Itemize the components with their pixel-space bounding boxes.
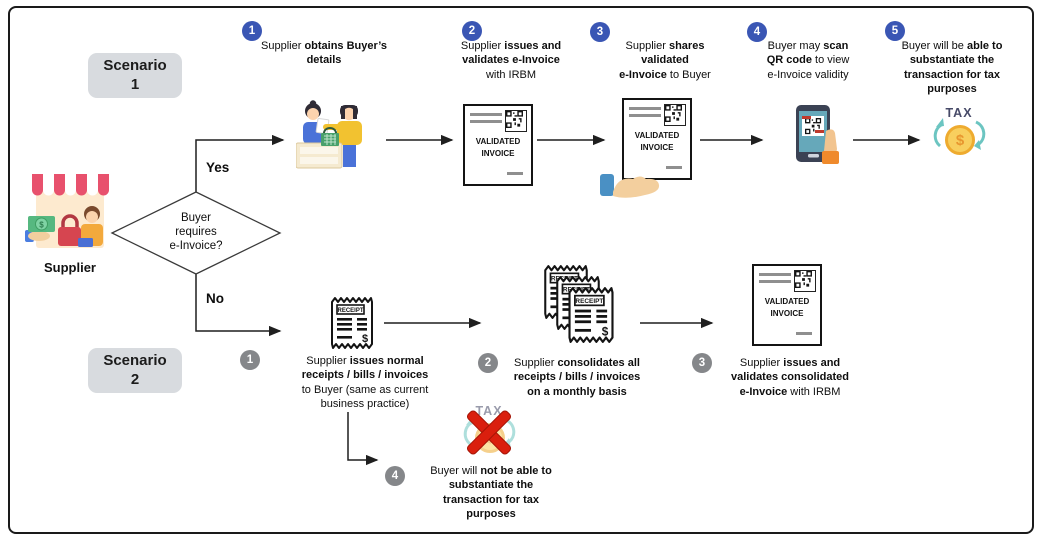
no-branch-label: No — [206, 291, 224, 306]
validated-invoice-icon: VALIDATED INVOICE — [752, 264, 822, 346]
s1-step1-caption: Supplier obtains Buyer’s details — [242, 39, 406, 68]
dollar-sign: $ — [362, 333, 368, 345]
s2-step2-number: 2 — [478, 353, 498, 373]
s2-step3-caption: Supplier issues and validates consolidat… — [705, 356, 875, 399]
caption-segment: Buyer will — [430, 465, 481, 477]
s1-step2-number: 2 — [462, 21, 482, 41]
caption-segment: Supplier — [514, 357, 558, 369]
qr-code-icon — [505, 110, 527, 132]
tax-label: TAX — [475, 404, 503, 418]
diagram-border — [8, 6, 1034, 534]
doc-line — [796, 332, 812, 335]
tax-crossed-out-icon: TAX $ — [460, 404, 518, 460]
doc-line — [759, 280, 791, 283]
s1-step3-caption: Supplier shares validated e-Invoice to B… — [583, 39, 747, 82]
validated-invoice-label: VALIDATED INVOICE — [475, 137, 521, 158]
caption-segment: issues and validates e-Invoice — [462, 40, 562, 67]
qr-code-icon — [794, 270, 816, 292]
caption-segment: Buyer may — [767, 40, 824, 52]
caption-segment: shares validated e-Invoice — [619, 40, 705, 81]
svg-text:$: $ — [39, 221, 44, 230]
caption-segment: not be able to substantiate the transact… — [443, 465, 552, 520]
caption-segment: obtains Buyer’s details — [304, 40, 387, 67]
caption-segment: Supplier — [739, 357, 784, 369]
s1-step5-caption: Buyer will be able to substantiate the t… — [872, 39, 1032, 96]
caption-segment: to Buyer — [666, 68, 711, 81]
caption-segment: Supplier — [625, 40, 669, 52]
caption-segment: Buyer will be — [901, 40, 967, 52]
hand-icon — [600, 174, 660, 198]
caption-segment: issues and validates consolidated e-Invo… — [731, 357, 849, 398]
doc-line — [666, 166, 682, 169]
validated-invoice-icon: VALIDATED INVOICE — [463, 104, 533, 186]
s1-step1-number: 1 — [242, 21, 262, 41]
receipt-stack-icon: RECEIPT RECEIPT RECEIPT $ — [543, 264, 617, 346]
doc-line — [470, 113, 502, 116]
doc-line — [470, 120, 502, 123]
yes-branch-label: Yes — [206, 160, 230, 175]
s2-step2-caption: Supplier consolidates all receipts / bil… — [492, 356, 662, 399]
receipt-icon: RECEIPT $ — [331, 297, 373, 349]
validated-invoice-share-icon: VALIDATED INVOICE — [622, 98, 692, 180]
doc-line — [629, 114, 661, 117]
s1-step2-caption: Supplier issues and validates e-Invoice … — [429, 39, 593, 82]
doc-line — [507, 172, 523, 175]
caption-segment: scan QR code — [766, 40, 849, 67]
caption-segment: able to substantiate the transaction for… — [904, 40, 1003, 95]
supplier-label: Supplier — [43, 260, 96, 275]
receipt-label: RECEIPT — [575, 298, 603, 305]
phone-qr-scan-icon — [796, 105, 839, 164]
caption-segment: Supplier — [460, 40, 505, 52]
doc-line — [759, 273, 791, 276]
s1-step3-number: 3 — [590, 22, 610, 42]
scenario-1-badge: Scenario 1 — [88, 53, 182, 98]
caption-segment: to Buyer (same as current business pract… — [301, 383, 429, 410]
supplier-buyer-counter-icon — [296, 100, 362, 169]
validated-invoice-label: VALIDATED INVOICE — [634, 131, 680, 152]
s2-step3-number: 3 — [692, 353, 712, 373]
caption-segment: with IRBM — [485, 68, 537, 81]
receipt-icon: RECEIPT $ — [568, 287, 614, 343]
s1-step5-number: 5 — [885, 21, 905, 41]
tax-label: TAX — [945, 106, 973, 120]
validated-invoice-label: VALIDATED INVOICE — [764, 297, 810, 318]
s1-step4-number: 4 — [747, 22, 767, 42]
caption-segment: with IRBM — [787, 385, 841, 398]
tax-coin-icon: TAX $ — [930, 106, 988, 162]
dollar-coin-icon: $ — [945, 125, 975, 155]
s2-step4-caption: Buyer will not be able to substantiate t… — [406, 464, 576, 521]
caption-segment: to view e-Invoice validity — [767, 54, 850, 81]
caption-segment: consolidates all receipts / bills / invo… — [513, 357, 641, 398]
scenario-2-badge: Scenario 2 — [88, 348, 182, 393]
doc-line — [629, 107, 661, 110]
receipt-label: RECEIPT — [337, 308, 363, 314]
s2-step1-number: 1 — [240, 350, 260, 370]
qr-code-icon — [664, 104, 686, 126]
dollar-sign: $ — [602, 324, 609, 338]
dollar-sign: $ — [955, 131, 965, 149]
supplier-store-icon: $ — [25, 174, 109, 248]
refresh-arrows-icon — [933, 118, 986, 150]
decision-question: Buyer requires e-Invoice? — [169, 212, 223, 253]
s2-step1-caption: Supplier issues normal receipts / bills … — [280, 354, 450, 411]
s2-step4-number: 4 — [385, 466, 405, 486]
caption-segment: issues normal receipts / bills / invoice… — [301, 355, 429, 382]
caption-segment: Supplier — [306, 355, 350, 367]
s1-step4-caption: Buyer may scan QR code to view e-Invoice… — [726, 39, 890, 82]
caption-segment: Supplier — [261, 40, 305, 52]
